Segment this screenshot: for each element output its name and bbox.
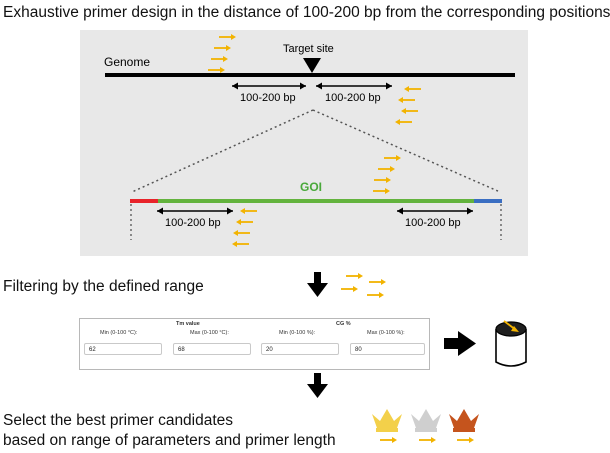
select-step-line1: Select the best primer candidates xyxy=(3,412,234,429)
primer-arrow-icon xyxy=(239,207,258,215)
right-arrow-icon xyxy=(444,331,476,356)
trash-bin-icon xyxy=(495,320,527,367)
primer-arrow-icon xyxy=(207,66,226,74)
primer-arrow-icon xyxy=(368,278,387,286)
crown-icon xyxy=(449,409,479,432)
primer-arrow-icon xyxy=(218,33,237,41)
primer-arrow-icon xyxy=(377,165,396,173)
cg-max-input[interactable]: 80 xyxy=(350,343,425,355)
gene-right-range-label: 100-200 bp xyxy=(405,217,461,229)
primer-arrow-icon xyxy=(400,107,419,115)
primer-arrow-icon xyxy=(456,436,475,444)
primer-arrow-icon xyxy=(235,218,254,226)
gene-right-range-arrow xyxy=(397,207,473,215)
primer-arrow-icon xyxy=(213,44,232,52)
crown-icon xyxy=(372,409,402,432)
tm-max-input[interactable]: 68 xyxy=(173,343,251,355)
zoom-line-right xyxy=(312,109,501,193)
crown-icon xyxy=(411,409,441,432)
cg-min-label: Min (0-100 %): xyxy=(279,330,316,336)
filter-step-label: Filtering by the defined range xyxy=(3,278,204,295)
genome-right-range-arrow xyxy=(316,82,392,90)
cg-max-label: Max (0-100 %): xyxy=(367,330,405,336)
cg-min-input[interactable]: 20 xyxy=(261,343,339,355)
zoom-line-left xyxy=(131,109,314,193)
primer-arrow-icon xyxy=(418,436,437,444)
gene-left-range-arrow xyxy=(157,207,233,215)
down-arrow-icon xyxy=(307,373,328,398)
primer-arrow-icon xyxy=(373,176,392,184)
page-title: Exhaustive primer design in the distance… xyxy=(3,4,610,21)
forward-primer-arrows xyxy=(207,33,237,74)
primer-arrow-icon xyxy=(379,436,398,444)
genome-left-range-arrow xyxy=(232,82,306,90)
primer-arrow-icon xyxy=(345,272,364,280)
goi-label: GOI xyxy=(300,180,323,194)
tm-group-title: Tm value xyxy=(176,321,200,327)
primer-arrow-icon xyxy=(394,118,413,126)
primer-arrow-icon xyxy=(397,96,416,104)
gene-forward-primer-arrows xyxy=(372,154,402,195)
target-site-label: Target site xyxy=(283,43,334,55)
genome-left-range-label: 100-200 bp xyxy=(240,92,296,104)
reverse-primer-arrows xyxy=(394,85,422,126)
primer-arrow-icon xyxy=(366,291,385,299)
select-step-line2: based on range of parameters and primer … xyxy=(3,432,336,449)
gene-left-range-label: 100-200 bp xyxy=(165,217,221,229)
primer-arrow-icon xyxy=(403,85,422,93)
target-triangle-icon xyxy=(303,58,321,73)
primer-arrow-icon xyxy=(340,285,359,293)
design-panel xyxy=(80,30,528,256)
tm-min-input[interactable]: 62 xyxy=(84,343,162,355)
primer-arrow-icon xyxy=(232,229,251,237)
tm-max-label: Max (0-100 °C): xyxy=(190,330,229,336)
primer-arrow-icon xyxy=(383,154,402,162)
genome-label: Genome xyxy=(104,55,151,69)
cg-group-title: CG % xyxy=(336,321,351,327)
down-arrow-icon xyxy=(307,272,328,297)
primer-arrow-icon xyxy=(231,240,250,248)
filtered-primer-arrows xyxy=(340,272,387,299)
genome-right-range-label: 100-200 bp xyxy=(325,92,381,104)
primer-arrow-icon xyxy=(372,187,391,195)
gene-reverse-primer-arrows xyxy=(231,207,258,248)
primer-arrow-icon xyxy=(210,55,229,63)
tm-min-label: Min (0-100 °C): xyxy=(100,330,138,336)
filter-form: Tm value CG % Min (0-100 °C): Max (0-100… xyxy=(79,318,430,370)
